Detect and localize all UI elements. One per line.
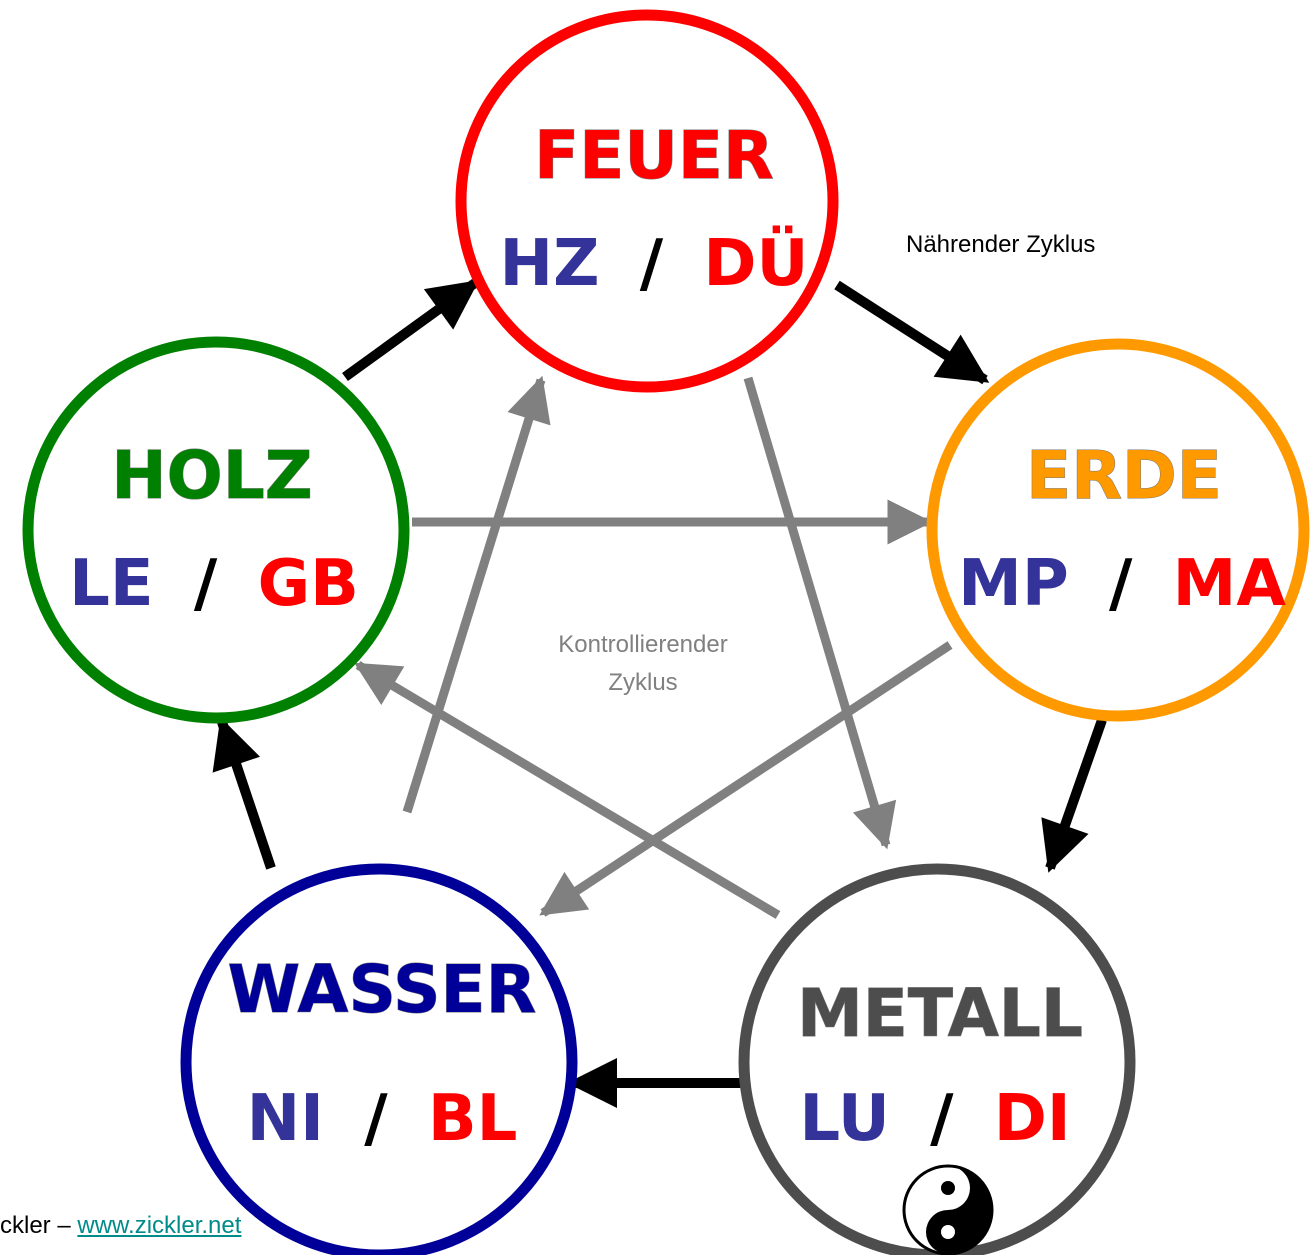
element-metall: METALL LU / DI [738,863,1136,1255]
holz-yang-organ: GB [258,547,359,621]
metall-name: METALL [797,975,1083,1052]
wasser-separator: / [364,1082,388,1156]
holz-separator: / [194,547,218,621]
element-holz: HOLZ LE / GB [22,336,410,724]
holz-organs: LE / GB [69,547,359,621]
erde-organs: MP / MA [958,547,1286,621]
erde-separator: / [1109,547,1133,621]
metall-separator: / [930,1082,954,1156]
nourishing-cycle [212,278,1107,1108]
nourishing-arrow-wasser-holz [212,717,276,870]
controlling-cycle-label-line1: Kontrollierender [558,631,727,658]
website-link[interactable]: www.zickler.net [77,1212,242,1239]
controlling-arrow-erde-wasser [539,641,953,917]
controlling-cycle-label-line2: Zyklus [608,669,677,696]
controlling-arrow-feuer-metall [743,376,897,850]
feuer-separator: / [640,227,664,301]
metall-yang-organ: DI [994,1082,1071,1156]
controlling-arrow-wasser-feuer [402,375,551,814]
nourishing-arrow-holz-feuer [342,278,480,382]
feuer-yang-organ: DÜ [703,225,808,301]
nourishing-cycle-label: Nährender Zyklus [906,231,1095,258]
wasser-yang-organ: BL [428,1082,518,1156]
feuer-name: FEUER [534,117,774,194]
footer-credit: ckler – www.zickler.net [0,1211,241,1241]
controlling-arrow-metall-holz [354,661,781,919]
nourishing-arrow-erde-metall [1041,718,1107,873]
element-feuer: FEUER HZ / DÜ [455,9,839,393]
element-wasser: WASSER NI / BL [180,863,578,1255]
holz-yin-organ: LE [69,547,154,621]
footer-author: ckler – [0,1212,78,1239]
holz-ring [22,336,410,724]
feuer-ring [455,9,839,393]
feuer-organs: HZ / DÜ [500,225,809,301]
yin-yang-icon [902,1164,994,1255]
nourishing-arrow-feuer-erde [834,280,990,385]
erde-name: ERDE [1026,437,1222,514]
holz-name: HOLZ [111,437,312,514]
feuer-yin-organ: HZ [500,227,600,301]
controlling-cycle [354,375,953,919]
metall-organs: LU / DI [799,1082,1070,1156]
metall-ring [738,863,1136,1255]
erde-yang-organ: MA [1173,547,1287,621]
erde-yin-organ: MP [958,547,1069,621]
wasser-ring [180,863,578,1255]
metall-yin-organ: LU [799,1082,889,1156]
element-erde: ERDE MP / MA [926,338,1310,722]
erde-ring [926,338,1310,722]
wasser-yin-organ: NI [247,1082,324,1156]
wasser-organs: NI / BL [247,1082,518,1156]
wasser-name: WASSER [228,951,537,1028]
